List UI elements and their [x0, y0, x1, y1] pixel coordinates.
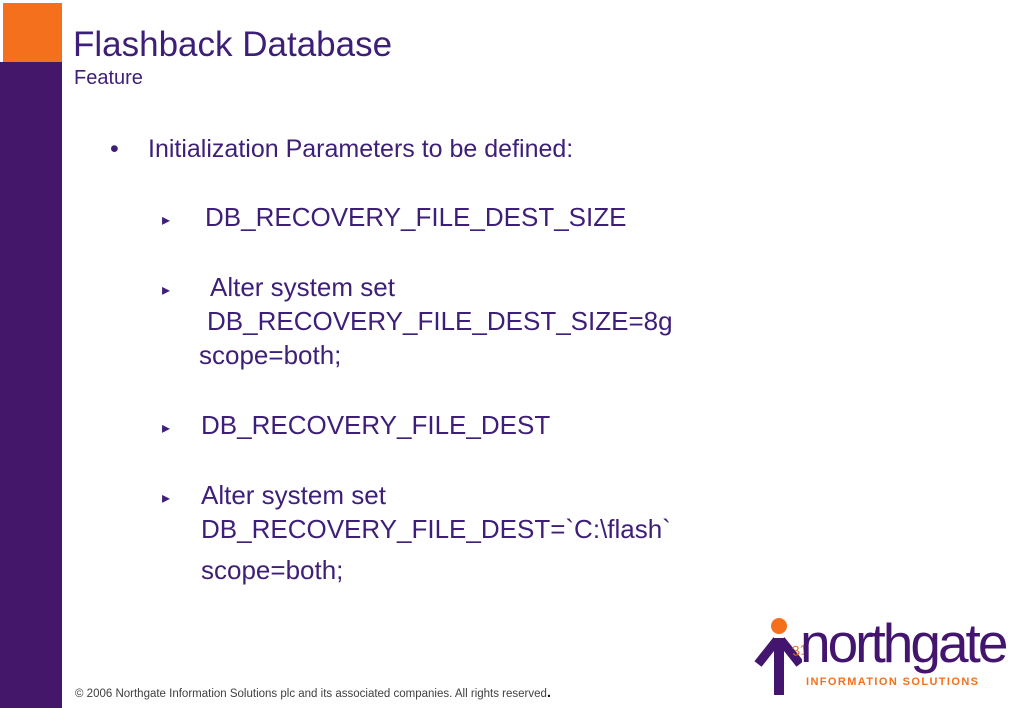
sub-bullet-text: DB_RECOVERY_FILE_DEST_SIZE: [205, 202, 627, 232]
sub-bullet-text: DB_RECOVERY_FILE_DEST: [201, 410, 551, 440]
sub-bullet-text: Alter system set: [201, 480, 386, 510]
sub-bullet-text: DB_RECOVERY_FILE_DEST_SIZE=8g: [207, 306, 673, 336]
corner-accent-square: [3, 3, 62, 62]
sub-bullet-text: scope=both;: [201, 555, 344, 585]
northgate-logo: 31 northgate INFORMATION SOLUTIONS: [752, 610, 1017, 700]
bullet-dot-icon: •: [110, 135, 119, 163]
slide-subtitle: Feature: [74, 67, 143, 89]
sub-bullet-triangle-icon: ▸: [162, 420, 171, 437]
logo-wordmark: northgate: [800, 612, 1008, 674]
footer-copyright-text: © 2006 Northgate Information Solutions p…: [75, 688, 547, 700]
sub-bullet-text: Alter system set: [210, 272, 395, 302]
slide-title: Flashback Database: [73, 25, 393, 64]
sub-bullet-triangle-icon: ▸: [162, 212, 171, 229]
sub-bullet-text: scope=both;: [199, 340, 342, 370]
sub-bullet-text: DB_RECOVERY_FILE_DEST=`C:\flash`: [201, 514, 671, 544]
footer-copyright: © 2006 Northgate Information Solutions p…: [75, 684, 551, 701]
sub-bullet-triangle-icon: ▸: [162, 282, 171, 299]
logo-tagline: INFORMATION SOLUTIONS: [806, 676, 980, 688]
left-sidebar-bar: [0, 62, 62, 708]
footer-copyright-period: .: [546, 684, 552, 701]
sub-bullet-triangle-icon: ▸: [162, 490, 171, 507]
person-icon: [754, 618, 802, 695]
bullet-level1-text: Initialization Parameters to be defined:: [148, 135, 574, 163]
